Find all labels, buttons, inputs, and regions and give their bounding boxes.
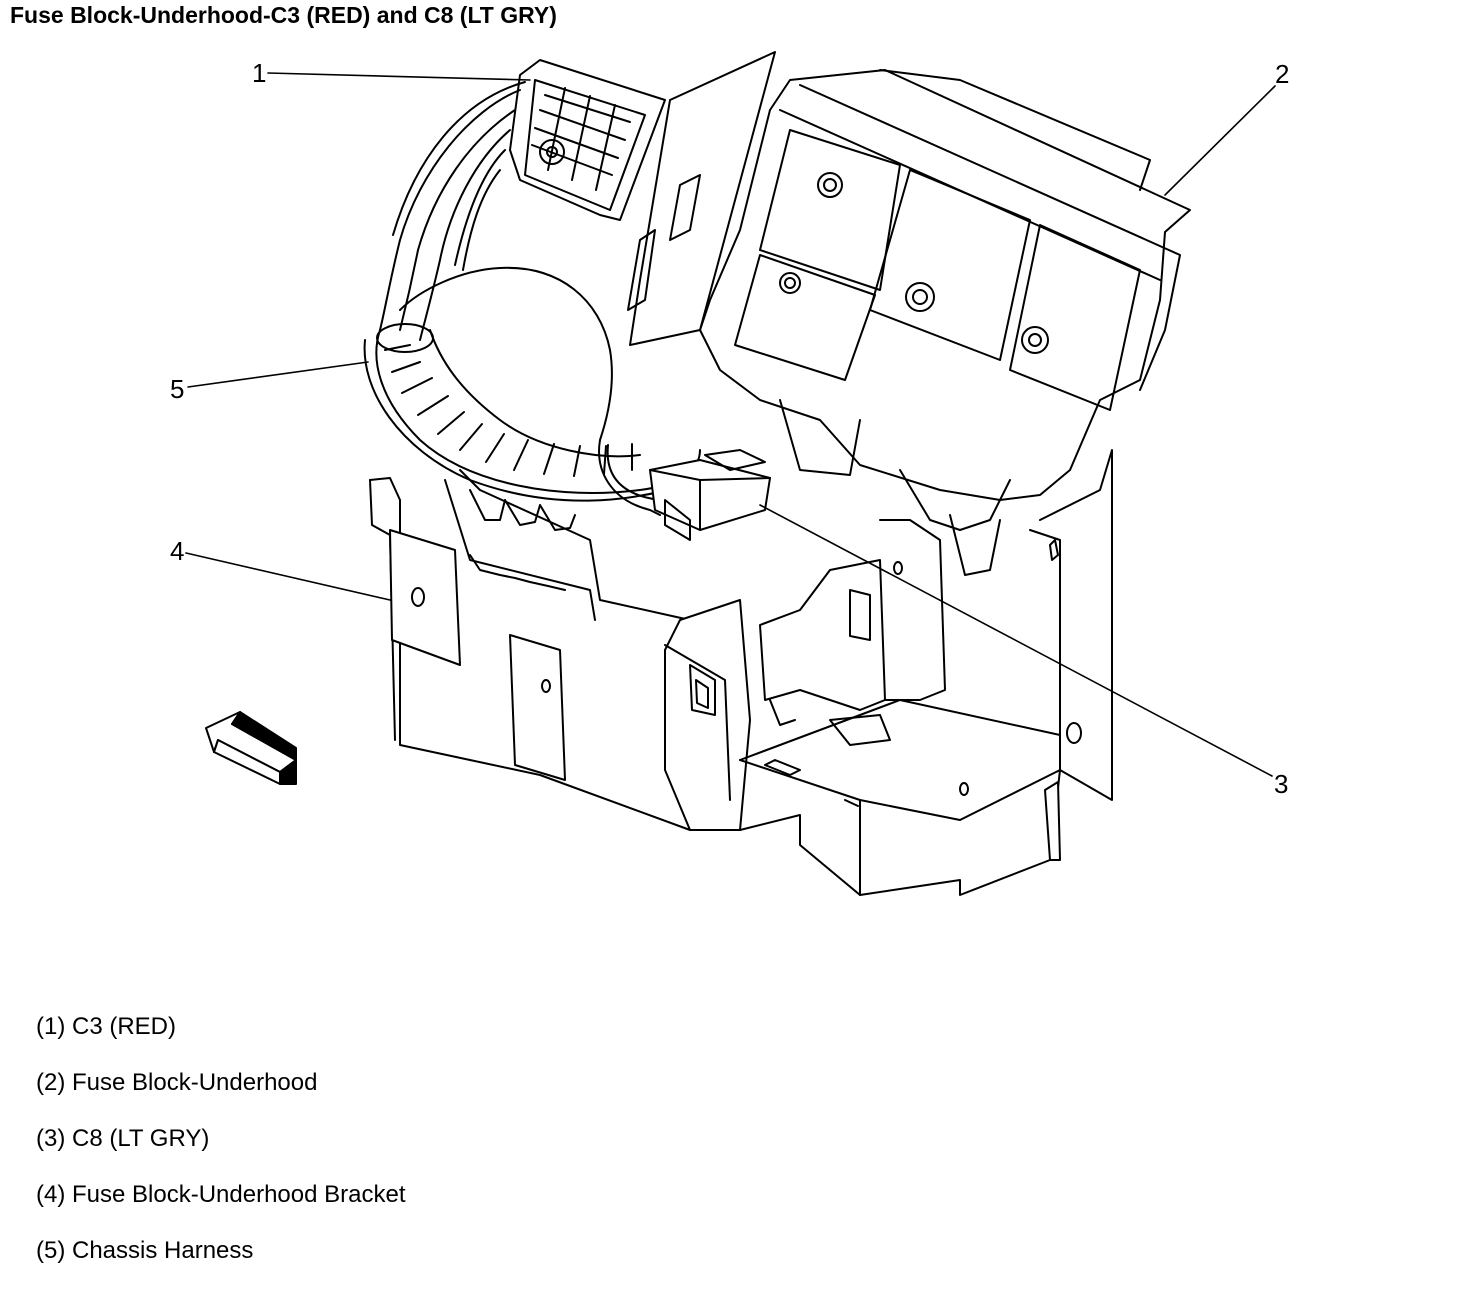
legend-item-bracket: (4) Fuse Block-Underhood Bracket	[36, 1181, 406, 1208]
forward-arrow-icon	[205, 711, 297, 785]
callout-3: 3	[1274, 769, 1289, 799]
leader-line-3	[759, 504, 1273, 777]
leader-lines	[185, 72, 1276, 777]
callout-4: 4	[170, 536, 185, 566]
fuse-block-underhood	[699, 69, 1191, 576]
legend-item-fuse-block: (2) Fuse Block-Underhood	[36, 1069, 318, 1096]
callout-5: 5	[170, 374, 185, 404]
chassis-harness	[363, 81, 701, 516]
connector-c3	[509, 59, 666, 221]
leader-line-4	[185, 552, 391, 601]
fuse-block-illustration	[185, 51, 1276, 896]
legend-item-chassis-harness: (5) Chassis Harness	[36, 1237, 254, 1264]
leader-line-1	[267, 72, 531, 81]
legend-item-c3: (1) C3 (RED)	[36, 1013, 177, 1040]
leader-line-5	[187, 361, 369, 388]
callout-2: 2	[1275, 59, 1290, 89]
legend: (1) C3 (RED) (2) Fuse Block-Underhood (3…	[36, 1013, 406, 1293]
connector-panel	[627, 51, 776, 346]
fuse-block-bracket	[369, 449, 1113, 896]
legend-item-c8: (3) C8 (LT GRY)	[36, 1125, 210, 1152]
connector-c8	[649, 449, 771, 541]
leader-line-2	[1164, 85, 1276, 196]
callout-1: 1	[252, 58, 267, 88]
diagram-title: Fuse Block-Underhood-C3 (RED) and C8 (LT…	[10, 2, 557, 28]
